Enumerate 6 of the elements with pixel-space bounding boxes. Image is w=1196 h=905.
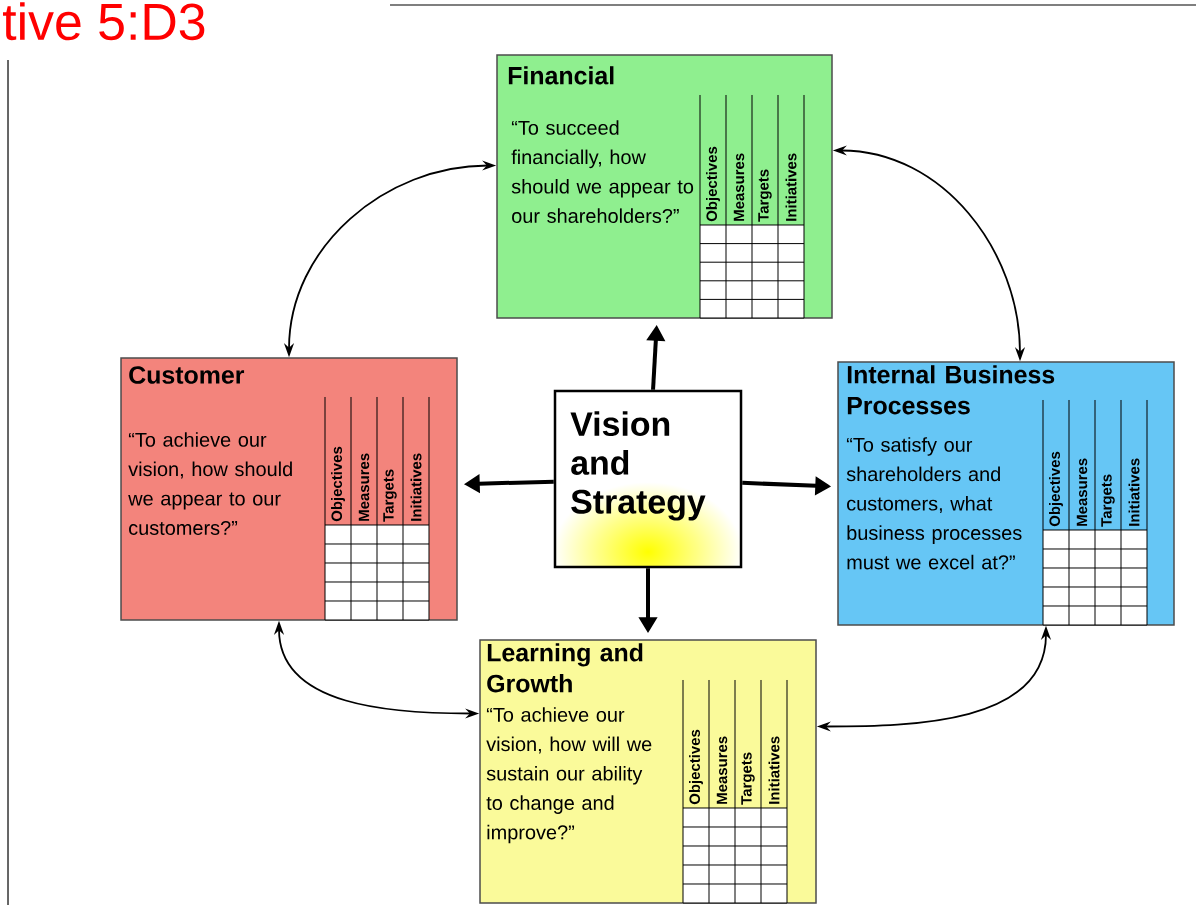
scorecard-table: Objectives Measures Targets Initiatives: [699, 94, 805, 319]
slide-title: tive 5:D3: [3, 2, 205, 41]
scorecard-table: Objectives Measures Targets Initiatives: [682, 679, 788, 904]
scorecard-table: Objectives Measures Targets Initiatives: [1042, 399, 1148, 626]
scorecard-table: Objectives Measures Targets Initiatives: [324, 396, 430, 621]
vision-box: Vision and Strategy: [553, 389, 743, 569]
